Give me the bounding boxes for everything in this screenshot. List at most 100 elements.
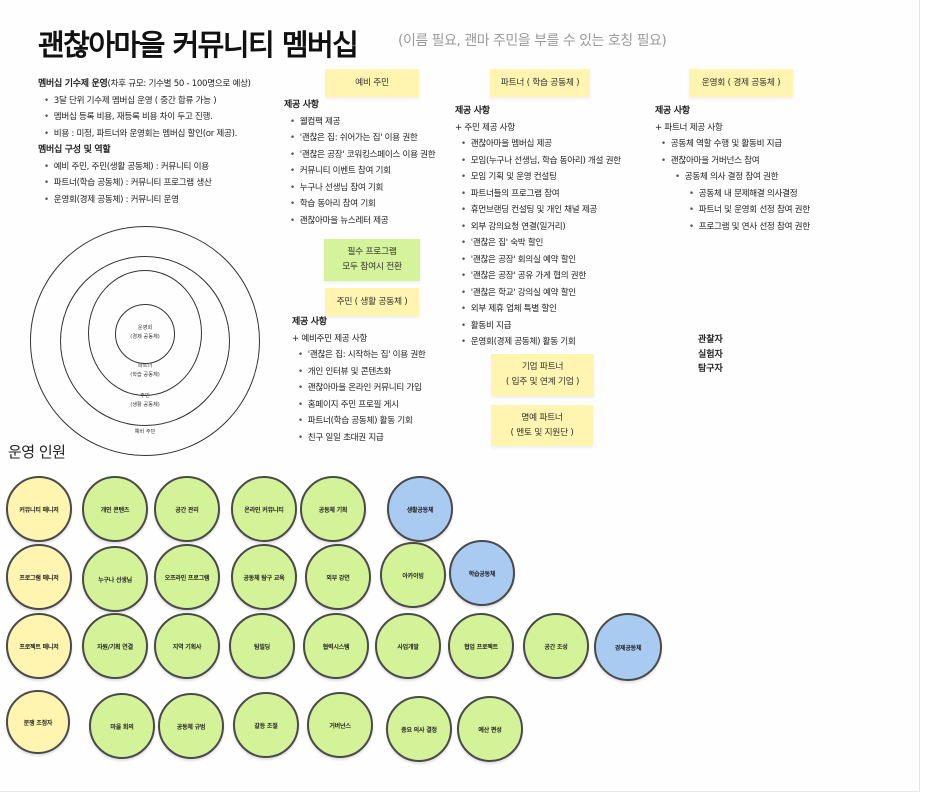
sticky-council[interactable]: 운영회 ( 경제 공동체 ) bbox=[689, 69, 793, 97]
staff-circle[interactable]: 협력시스템 bbox=[303, 613, 369, 679]
prospective-benefits: 제공 사항 웰컴팩 제공 '괜찮은 집: 쉬어가는 집' 이용 권한 '괜찮은 … bbox=[284, 97, 436, 230]
role-label: 관찰자 bbox=[698, 335, 723, 345]
list-item: 파트너(학습 공동체) 활동 기회 bbox=[292, 413, 426, 430]
list-item: 3달 단위 기수제 멤버십 운영 ( 중간 합류 가능 ) bbox=[38, 93, 251, 110]
staff-circle[interactable]: 갈등 조절 bbox=[233, 692, 299, 758]
sticky-partner[interactable]: 파트너 ( 학습 공동체 ) bbox=[490, 69, 590, 97]
section-heading: 멤버십 기수제 운영 bbox=[38, 79, 108, 89]
sticky-honorary-partner[interactable]: 명예 파트너 ( 멘토 및 지원단 ) bbox=[491, 405, 593, 446]
sticky-label: 명예 파트너 bbox=[521, 412, 563, 423]
page-title: 괜찮아마을 커뮤니티 멤버십 bbox=[38, 28, 359, 62]
staff-circle[interactable]: 공동체 기획 bbox=[300, 476, 366, 542]
list-item: '괜찮은 학교' 강의실 예약 할인 bbox=[455, 285, 621, 302]
staff-circle[interactable]: 온라인 커뮤니티 bbox=[231, 476, 297, 542]
resident-benefits: 제공 사항 + 예비주민 제공 사항 '괜찮은 집: 시작하는 집' 이용 권한… bbox=[292, 314, 426, 446]
section-note: (차후 규모: 기수별 50 - 100명으로 예상) bbox=[107, 79, 252, 89]
staff-circle[interactable]: 공간 관리 bbox=[154, 476, 220, 542]
list-item: 비용 : 미정, 파트너와 운영회는 멤버십 할인(or 제공). bbox=[38, 126, 251, 143]
list-item: 괜찮아마을 온라인 커뮤니티 가입 bbox=[292, 380, 426, 397]
list-item: 괜찮아마을 뉴스레터 제공 bbox=[284, 213, 435, 230]
staff-circle[interactable]: 누구나 선생님 bbox=[82, 546, 148, 612]
ring-label-prospective: 예비 주민 bbox=[134, 429, 156, 435]
staff-circle[interactable]: 공동체 규범 bbox=[158, 693, 224, 759]
list-item: 개인 인터뷰 및 콘텐츠화 bbox=[292, 364, 426, 381]
list-item: '괜찮은 공장' 공유 가게 협의 권한 bbox=[455, 268, 621, 285]
list-item: 멤버십 등록 비용, 재등록 비용 차이 두고 진행. bbox=[38, 109, 251, 126]
ring-prospective bbox=[30, 226, 260, 456]
list-item: 누구나 선생님 참여 기회 bbox=[284, 180, 435, 197]
list-item: 모임 기획 및 운영 컨설팅 bbox=[455, 169, 621, 186]
membership-rings-diagram: 운영회(경제 공동체) 파트너(학습 공동체) 주민(생활 공동체) 예비 주민 bbox=[30, 226, 260, 456]
sticky-label: 기업 파트너 bbox=[521, 362, 564, 372]
list-item: 괜찮아마을 멤버십 제공 bbox=[455, 136, 621, 153]
benefits-heading: 제공 사항 bbox=[292, 317, 327, 327]
staff-section-title: 운영 인원 bbox=[8, 443, 66, 461]
list-item: 운영회(경제 공동체) 활동 기회 bbox=[455, 334, 621, 351]
staff-circle[interactable]: 팀빌딩 bbox=[229, 613, 295, 679]
staff-circle[interactable]: 마을 회의 bbox=[89, 693, 155, 759]
list-item: 휴먼브랜딩 컨설팅 및 개인 채널 제공 bbox=[455, 202, 621, 219]
inherit-note: + 주민 제공 사항 bbox=[455, 122, 515, 133]
list-item: '괜찮은 공장' 코워킹스페이스 이용 권한 bbox=[284, 147, 436, 164]
sticky-label: ( 멘토 및 지원단 ) bbox=[510, 427, 574, 438]
list-item: 공동체 의사 결정 참여 권한 bbox=[655, 169, 810, 186]
sticky-prospective-resident[interactable]: 예비 주민 bbox=[325, 69, 419, 97]
staff-circle[interactable]: 자원/기획 연결 bbox=[82, 613, 148, 679]
ring-resident bbox=[60, 256, 230, 426]
staff-circle[interactable]: 아카이빙 bbox=[380, 542, 446, 608]
staff-circle[interactable]: 생활공동체 bbox=[387, 476, 453, 542]
roles-list: 관찰자 실험자 탐구자 bbox=[698, 333, 723, 377]
sticky-resident[interactable]: 주민 ( 생활 공동체 ) bbox=[325, 288, 419, 316]
sticky-label: 예비 주민 bbox=[355, 77, 389, 88]
ring-council bbox=[115, 304, 175, 364]
sticky-label: 필수 프로그램 bbox=[347, 247, 397, 257]
staff-circle[interactable]: 개인 콘텐츠 bbox=[82, 476, 148, 542]
sticky-label: ( 입주 및 연계 기업 ) bbox=[505, 377, 580, 387]
staff-circle[interactable]: 지역 기획사 bbox=[154, 613, 220, 679]
sticky-label: 파트너 ( 학습 공동체 ) bbox=[500, 77, 580, 88]
staff-circle[interactable]: 공간 조성 bbox=[523, 613, 589, 679]
sticky-corporate-partner[interactable]: 기업 파트너 ( 입주 및 연계 기업 ) bbox=[491, 354, 594, 396]
staff-circle[interactable]: 커뮤니티 매니저 bbox=[6, 476, 72, 542]
list-item: '괜찮은 집: 시작하는 집' 이용 권한 bbox=[292, 347, 426, 364]
list-item: 프로그램 및 연사 선정 참여 권한 bbox=[655, 219, 810, 236]
benefits-heading: 제공 사항 bbox=[655, 106, 690, 116]
staff-circle[interactable]: 거버넌스 bbox=[307, 692, 373, 758]
partner-benefits: 제공 사항 + 주민 제공 사항 괜찮아마을 멤버십 제공 모임(누구나 선생님… bbox=[455, 103, 621, 351]
list-item: 활동비 지급 bbox=[455, 318, 621, 335]
inherit-note: + 파트너 제공 사항 bbox=[655, 122, 723, 133]
staff-circle[interactable]: 학습공동체 bbox=[449, 540, 515, 606]
list-item: 모임(누구나 선생님, 학습 동아리) 개설 권한 bbox=[455, 153, 621, 170]
role-label: 실험자 bbox=[698, 349, 723, 360]
staff-circle[interactable]: 프로그램 매니저 bbox=[6, 544, 72, 610]
list-item: 파트너(학습 공동체) : 커뮤니티 프로그램 생산 bbox=[38, 175, 251, 192]
ring-label-partner: 파트너(학습 공동체) bbox=[130, 363, 160, 378]
sticky-label: 주민 ( 생활 공동체 ) bbox=[336, 296, 408, 307]
staff-circle[interactable]: 사업개발 bbox=[375, 613, 441, 679]
list-item: 홈페이지 주민 프로필 게시 bbox=[292, 397, 426, 414]
sticky-label: 모두 참여시 전환 bbox=[342, 262, 402, 272]
staff-circle[interactable]: 공동체 탐구 교육 bbox=[231, 544, 297, 610]
inherit-note: + 예비주민 제공 사항 bbox=[292, 333, 368, 344]
staff-circle[interactable]: 외부 강연 bbox=[305, 544, 371, 610]
staff-circle[interactable]: 중요 의사 결정 bbox=[386, 696, 452, 762]
list-item: '괜찮은 집: 쉬어가는 집' 이용 권한 bbox=[284, 130, 435, 147]
list-item: 웰컴팩 제공 bbox=[284, 114, 435, 131]
staff-circle[interactable]: 경제공동체 bbox=[594, 613, 662, 681]
benefits-heading: 제공 사항 bbox=[284, 100, 319, 110]
staff-circle[interactable]: 오프라인 프로그램 bbox=[154, 544, 220, 610]
list-item: 학습 동아리 참여 기회 bbox=[284, 196, 435, 213]
staff-circle[interactable]: 협업 프로젝트 bbox=[448, 613, 514, 679]
staff-circle[interactable]: 프로젝트 매니저 bbox=[6, 613, 72, 679]
staff-circle[interactable]: 예산 편성 bbox=[457, 696, 523, 762]
sticky-transition[interactable]: 필수 프로그램 모두 참여시 전환 bbox=[324, 239, 420, 281]
ring-label-council: 운영회(경제 공동체) bbox=[130, 325, 160, 340]
list-item: 외부 제휴 업체 특별 할인 bbox=[455, 301, 621, 318]
list-item: 친구 일일 초대권 지급 bbox=[292, 430, 426, 447]
council-benefits: 제공 사항 + 파트너 제공 사항 공동체 역할 수행 및 활동비 지급 괜찮아… bbox=[655, 103, 810, 235]
list-item: 외부 강의요청 연결(일거리) bbox=[455, 219, 621, 236]
staff-circle[interactable]: 분쟁 조정자 bbox=[6, 690, 70, 754]
list-item: 커뮤니티 이벤트 참여 기회 bbox=[284, 163, 435, 180]
benefits-heading: 제공 사항 bbox=[455, 106, 490, 116]
